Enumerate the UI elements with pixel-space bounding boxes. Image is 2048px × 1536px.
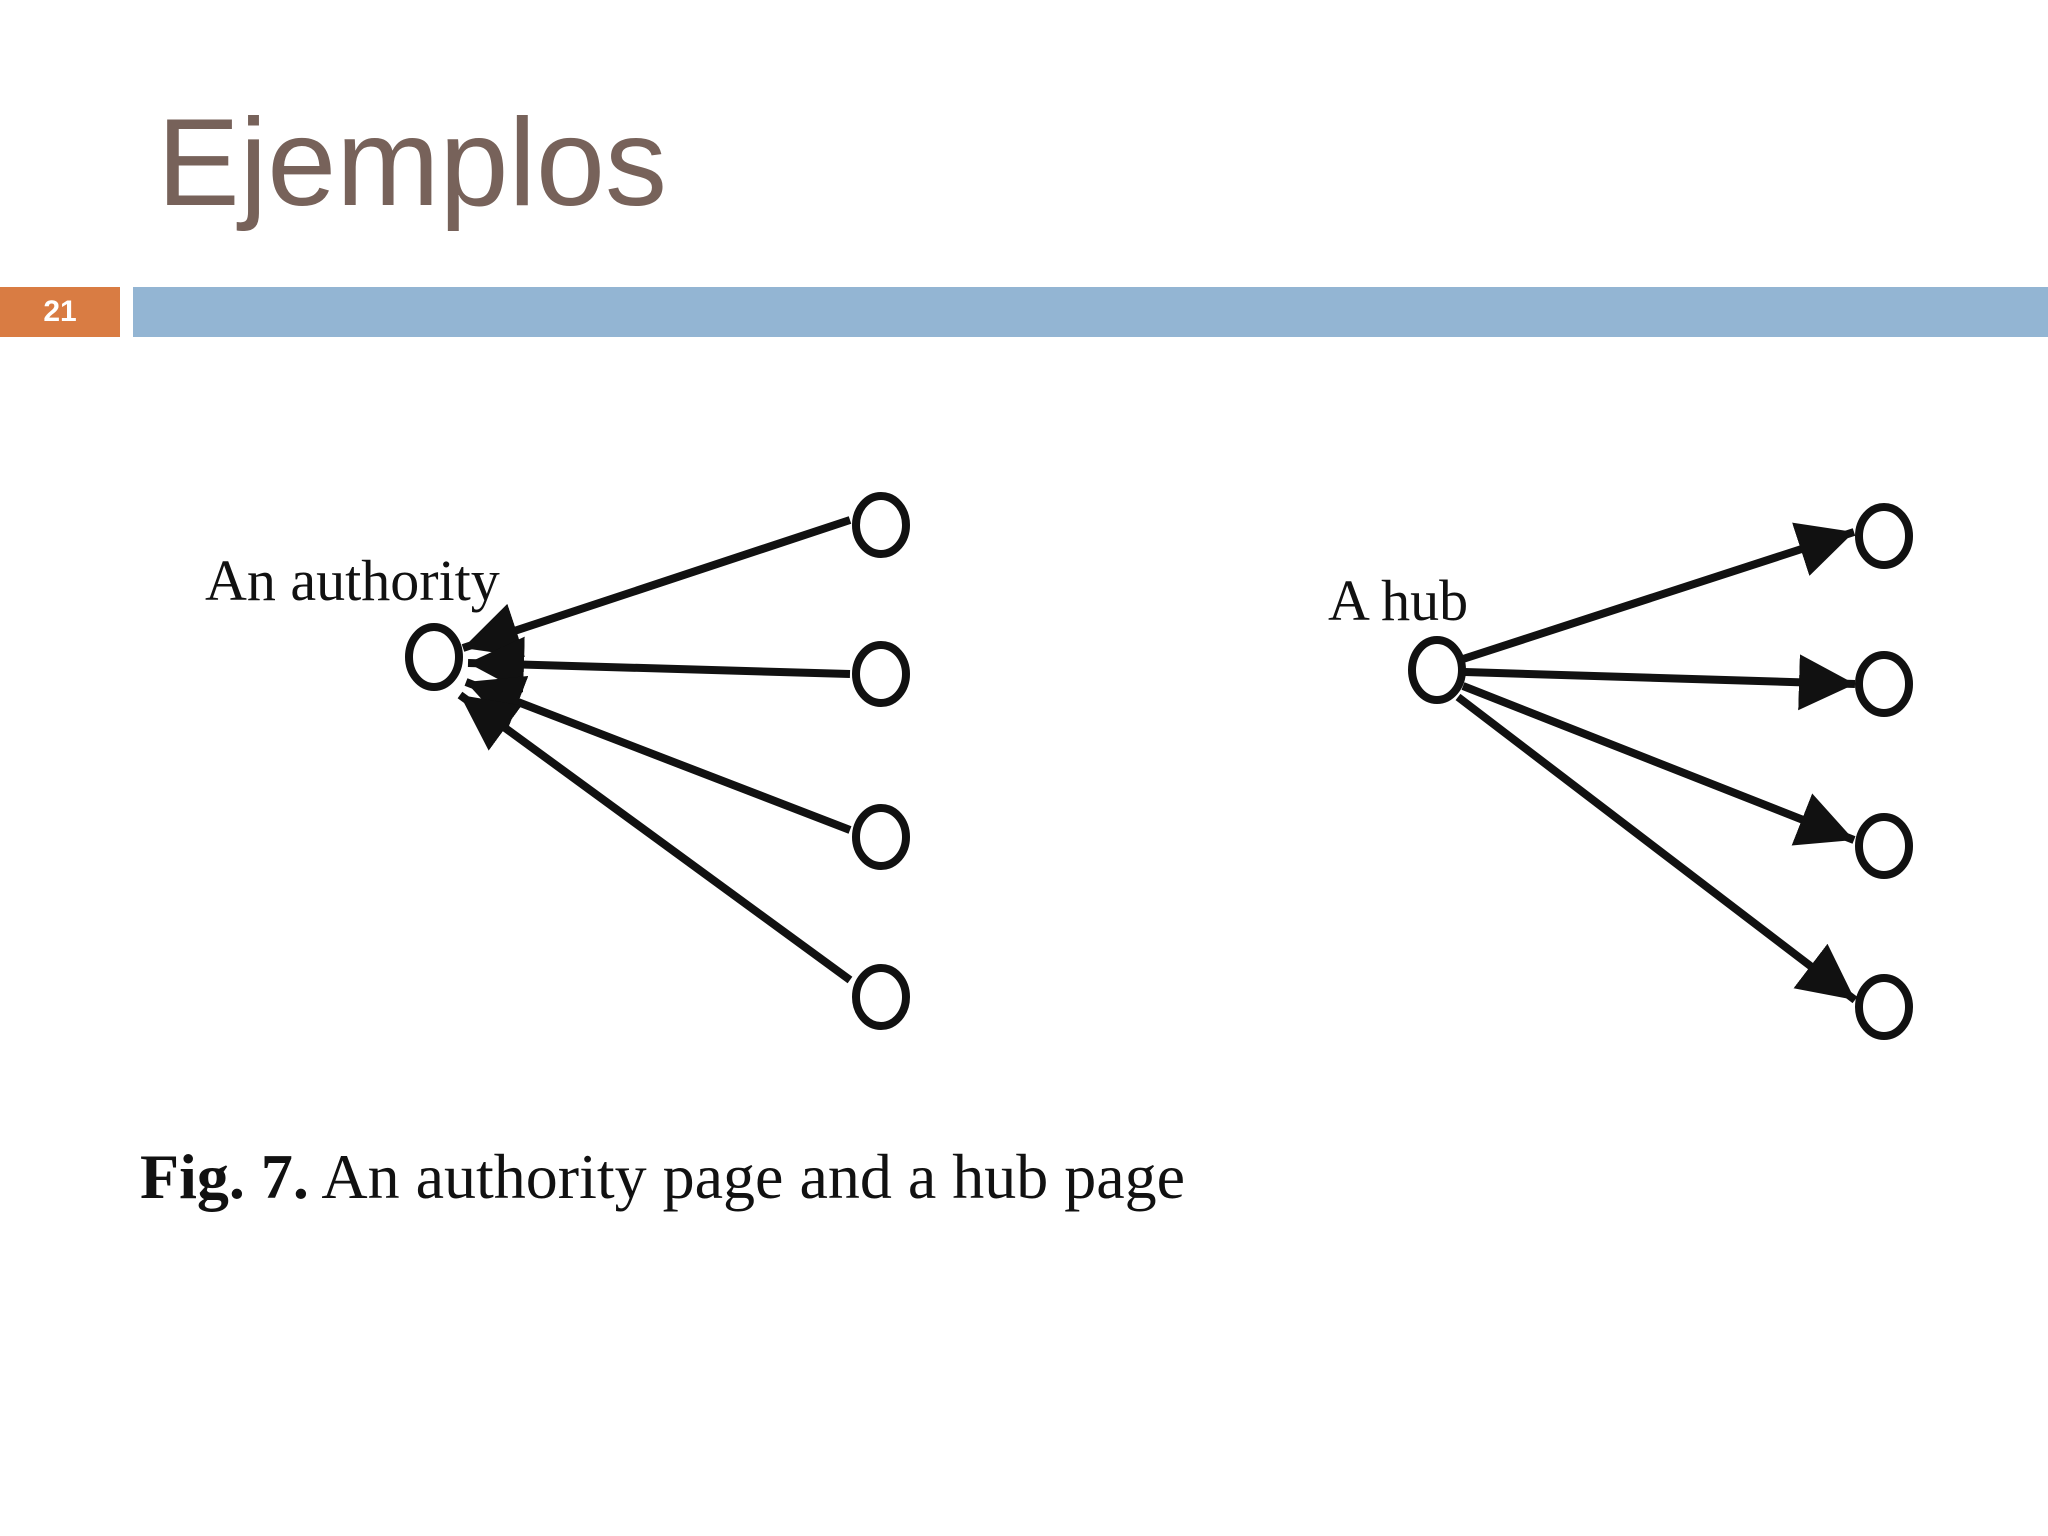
hub-node xyxy=(1408,636,1466,704)
authority-source-node-4 xyxy=(852,964,910,1030)
authority-source-node-2 xyxy=(852,641,910,707)
authority-edges xyxy=(457,516,853,984)
hub-target-node-4 xyxy=(1855,974,1913,1040)
figure-caption-text: An authority page and a hub page xyxy=(308,1141,1186,1212)
hub-edge-4 xyxy=(1455,693,1858,1004)
hub-target-node-2 xyxy=(1855,651,1913,717)
hub-edges xyxy=(1455,522,1858,1004)
authority-edge-2 xyxy=(467,636,851,693)
hub-edge-2 xyxy=(1464,654,1856,711)
authority-source-node-3 xyxy=(852,804,910,870)
slide-title: Ejemplos xyxy=(157,94,667,232)
authority-source-node-1 xyxy=(852,492,910,558)
authority-edge-1 xyxy=(461,516,852,657)
authority-label: An authority xyxy=(205,548,500,613)
hub-target-node-3 xyxy=(1855,813,1913,879)
header-bar xyxy=(133,287,2048,337)
authority-edge-3 xyxy=(464,676,852,834)
hub-edge-3 xyxy=(1461,682,1856,846)
authority-node xyxy=(405,623,463,691)
hub-target-node-1 xyxy=(1855,503,1913,569)
slide-number-badge: 21 xyxy=(0,287,120,337)
authority-edge-4 xyxy=(457,691,853,984)
hub-edge-1 xyxy=(1461,522,1856,663)
figure-caption-prefix: Fig. 7. xyxy=(140,1141,309,1212)
figure-caption: Fig. 7. An authority page and a hub page xyxy=(140,1140,1185,1214)
hub-label: A hub xyxy=(1328,568,1468,633)
